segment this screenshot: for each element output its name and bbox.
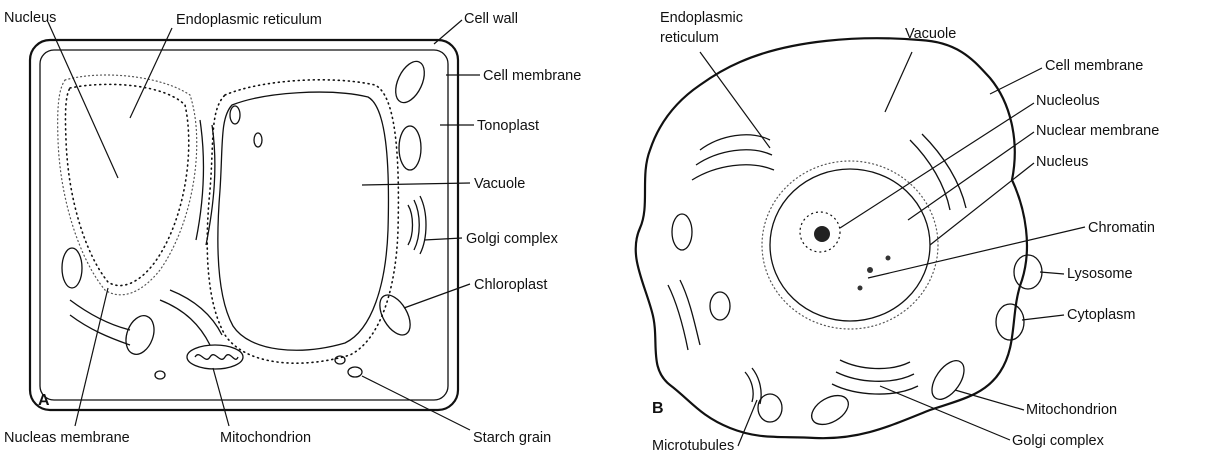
- plant-golgi: [408, 205, 413, 245]
- plant-chloroplast: [399, 126, 421, 170]
- animal-nucleus: [762, 161, 938, 329]
- plant-nucleus: [58, 75, 197, 295]
- animal-vesicle: [710, 292, 730, 320]
- animal-lysosome: [1014, 255, 1042, 289]
- animal-chromatin: [886, 256, 891, 261]
- panel-a-letter: A: [38, 392, 50, 409]
- plant-vesicle: [254, 133, 262, 147]
- animal-mitochondrion: [672, 214, 692, 250]
- label-animal-endoplasmic-reticulum-line2: reticulum: [660, 30, 719, 46]
- animal-er-strand: [696, 150, 772, 165]
- label-plant-nucleus: Nucleus: [4, 10, 56, 26]
- label-animal-mitochondrion: Mitochondrion: [1026, 402, 1117, 418]
- plant-er-strand: [206, 125, 215, 245]
- label-plant-vacuole: Vacuole: [474, 176, 525, 192]
- plant-er-strand: [170, 290, 222, 335]
- label-plant-endoplasmic-reticulum: Endoplasmic reticulum: [176, 12, 322, 28]
- plant-starch-grain: [348, 367, 362, 377]
- plant-chloroplast: [374, 290, 417, 340]
- plant-starch-grain: [335, 356, 345, 364]
- animal-er-strand: [668, 285, 688, 350]
- animal-golgi: [832, 384, 918, 394]
- animal-chromatin: [867, 267, 873, 273]
- plant-er-strand: [70, 300, 130, 330]
- animal-er-strand: [692, 165, 774, 180]
- label-plant-cell-wall: Cell wall: [464, 11, 518, 27]
- animal-er-strand: [700, 135, 770, 150]
- animal-golgi: [840, 360, 910, 369]
- label-animal-lysosome: Lysosome: [1067, 266, 1133, 282]
- label-animal-endoplasmic-reticulum-line1: Endoplasmic: [660, 10, 743, 26]
- label-plant-cell-membrane: Cell membrane: [483, 68, 581, 84]
- plant-golgi: [414, 200, 419, 250]
- label-animal-nucleus: Nucleus: [1036, 154, 1088, 170]
- animal-nucleolus-core: [814, 226, 830, 242]
- animal-mitochondrion: [807, 390, 854, 431]
- animal-vesicle: [996, 304, 1024, 340]
- animal-cell: B: [636, 38, 1042, 438]
- label-animal-vacuole: Vacuole: [905, 26, 956, 42]
- plant-chloroplast: [121, 312, 159, 358]
- label-plant-chloroplast: Chloroplast: [474, 277, 547, 293]
- label-animal-chromatin: Chromatin: [1088, 220, 1155, 236]
- plant-tonoplast: [207, 80, 398, 363]
- animal-er-strand: [910, 140, 950, 210]
- plant-cell-membrane: [40, 50, 448, 400]
- label-animal-microtubules: Microtubules: [652, 438, 734, 454]
- plant-chloroplast: [62, 248, 82, 288]
- plant-labels: Nucleus Endoplasmic reticulum Cell wall …: [4, 10, 581, 446]
- plant-golgi: [420, 196, 426, 254]
- label-plant-golgi-complex: Golgi complex: [466, 231, 559, 247]
- label-animal-cytoplasm: Cytoplasm: [1067, 307, 1136, 323]
- animal-golgi: [836, 372, 914, 381]
- plant-mitochondrion-cristae: [195, 355, 238, 360]
- label-animal-nucleolus: Nucleolus: [1036, 93, 1100, 109]
- panel-b-letter: B: [652, 400, 664, 417]
- label-plant-nuclear-membrane: Nucleas membrane: [4, 430, 130, 446]
- animal-cell-membrane: [636, 38, 1027, 438]
- plant-vacuole: [218, 92, 389, 350]
- plant-er-strand: [160, 300, 210, 345]
- plant-leaders: [48, 20, 480, 430]
- plant-cell-wall: [30, 40, 458, 410]
- label-plant-starch-grain: Starch grain: [473, 430, 551, 446]
- plant-vesicle: [155, 371, 165, 379]
- label-plant-tonoplast: Tonoplast: [477, 118, 539, 134]
- label-plant-mitochondrion: Mitochondrion: [220, 430, 311, 446]
- label-animal-nuclear-membrane: Nuclear membrane: [1036, 123, 1159, 139]
- animal-mitochondrion: [926, 355, 971, 405]
- animal-microtubule: [745, 372, 753, 402]
- animal-chromatin: [858, 286, 863, 291]
- animal-nuclear-membrane: [770, 169, 930, 321]
- label-animal-golgi-complex: Golgi complex: [1012, 433, 1105, 449]
- label-animal-cell-membrane: Cell membrane: [1045, 58, 1143, 74]
- animal-labels: Endoplasmic reticulum Vacuole Cell membr…: [652, 10, 1159, 454]
- plant-vesicle: [230, 106, 240, 124]
- plant-cell: A: [30, 40, 458, 410]
- plant-chloroplast: [390, 57, 430, 107]
- animal-er-strand: [680, 280, 700, 345]
